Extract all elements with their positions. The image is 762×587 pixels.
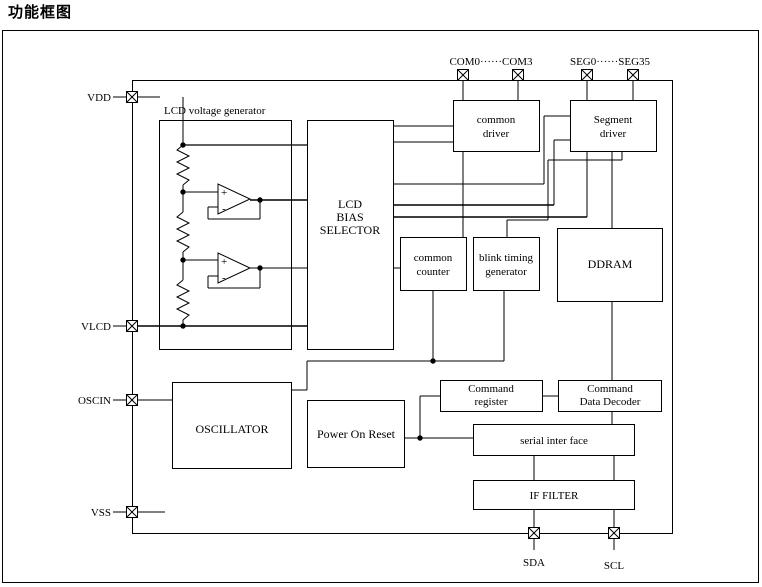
resistor-2 [175,211,191,253]
pin-label-com-range: COM0······COM3 [449,56,533,68]
opamp-2: + - [180,252,307,289]
oscillator-box [172,382,292,469]
pin-label-oscin: OSCIN [78,395,111,407]
outer-frame [2,30,759,583]
common-counter-label-2: counter [417,266,450,278]
pin-sda [528,510,540,550]
blink-generator-label-1: blink timing [479,252,534,264]
common-counter-label-1: common [414,252,453,264]
pin-seg0 [581,69,593,100]
common-driver-box [453,100,540,152]
ddram-box [557,228,663,302]
pin-com0 [457,69,469,100]
page-title: 功能框图 [8,3,73,21]
common-counter-box [400,237,467,291]
opamp-1-plus: + [221,187,227,199]
segment-driver-box [570,100,657,152]
segment-driver-label-1: Segment [594,114,633,126]
pin-seg35 [627,69,639,100]
common-driver-label-2: driver [483,128,510,140]
bias-selector-label-3: SELECTOR [320,223,380,237]
lcd-voltage-generator-box [159,120,292,350]
power-on-reset-label: Power On Reset [317,427,396,441]
power-on-reset-box [307,400,405,468]
oscillator-label: OSCILLATOR [195,422,268,436]
ddram-label: DDRAM [588,257,633,271]
bias-selector-label-2: BIAS [336,210,363,224]
pin-com3 [512,69,524,100]
pin-label-scl: SCL [604,560,624,572]
chip-boundary [132,80,673,534]
opamp-2-plus: + [221,256,227,268]
pin-oscin [113,394,172,406]
pin-label-seg-range: SEG0······SEG35 [570,56,651,68]
serial-interface-label: serial inter face [520,435,588,447]
bias-selector-label-1: LCD [338,197,362,211]
command-register-box [440,380,543,412]
pin-vss [113,506,165,518]
command-register-label-1: Command [468,383,514,395]
bias-selector-box [307,120,394,350]
opamp-2-minus: - [222,272,226,284]
segment-driver-label-2: driver [600,128,627,140]
resistor-1 [175,144,191,186]
if-filter-box [473,480,635,510]
pin-scl [608,510,620,550]
if-filter-label: IF FILTER [530,490,579,502]
command-register-label-2: register [475,396,508,408]
serial-interface-box [473,424,635,456]
pin-vdd [113,91,160,103]
pin-label-vlcd: VLCD [81,321,111,333]
pin-label-vdd: VDD [87,92,111,104]
command-data-decoder-box [558,380,662,412]
resistor-3 [175,279,191,321]
command-decoder-label-2: Data Decoder [580,396,641,408]
blink-generator-label-2: generator [485,266,527,278]
blink-timing-generator-box [473,237,540,291]
pin-label-sda: SDA [523,557,545,569]
command-decoder-label-1: Command [587,383,633,395]
lcd-voltage-generator-label: LCD voltage generator [164,105,266,117]
opamp-1-minus: - [222,203,226,215]
opamp-1: + - [180,183,307,220]
common-driver-label-1: common [477,114,516,126]
pin-label-vss: VSS [91,507,111,519]
